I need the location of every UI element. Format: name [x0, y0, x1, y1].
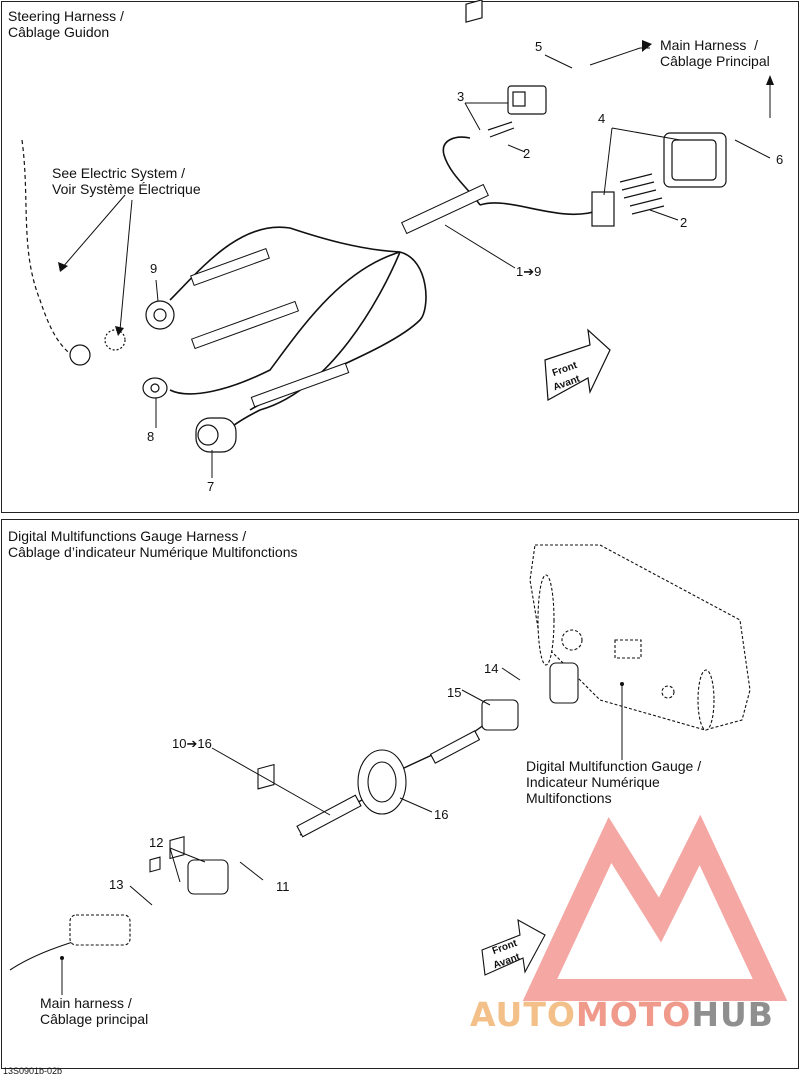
callout-main-harness-line2: Câblage Principal [660, 53, 770, 69]
callout-main-harness-line1: Main Harness / [660, 37, 759, 53]
part-number-10-16: 10➔16 [172, 736, 212, 751]
gauge-harness-panel [1, 519, 799, 1069]
connector-12 [187, 859, 229, 895]
part-number-13: 13 [109, 877, 124, 892]
watermark-auto: AUTO [470, 995, 576, 1034]
part-number-6: 6 [776, 152, 784, 167]
arrowheads-top [58, 40, 774, 336]
main-harness-plug [69, 914, 131, 946]
part-number-4: 4 [598, 111, 606, 126]
terminals-2-bottom [619, 173, 665, 215]
callout-gauge-line1: Digital Multifunction Gauge / [526, 758, 702, 774]
callout-see-electric-line2: Voir Système Électrique [52, 181, 201, 197]
top-panel-title-line2: Câblage Guidon [8, 24, 110, 40]
digital-gauge-outline [529, 544, 751, 731]
part-number-5: 5 [535, 39, 543, 54]
lock-13 [149, 856, 161, 873]
callout-gauge-line2: Indicateur Numérique [526, 774, 660, 790]
steering-harness-panel [1, 1, 799, 513]
connector-15 [481, 699, 519, 731]
part-number-2b: 2 [680, 215, 688, 230]
automotohub-watermark: AUTOMOTOHUB [470, 996, 774, 1034]
bottom-panel-title-line2: Câblage d’indicateur Numérique Multifonc… [8, 544, 298, 560]
figure-code: 13S0901b-02b [3, 1066, 63, 1076]
automotohub-logo-mark [522, 814, 788, 1001]
front-arrow-bottom-shape [481, 918, 546, 976]
part-number-12: 12 [149, 835, 164, 850]
connector-parts-bottom [9, 662, 579, 976]
sleeve-10 [296, 794, 362, 838]
leader-lines-bottom [61, 667, 623, 995]
callout-main-harness-bottom-line1: Main harness / [40, 995, 132, 1011]
steering-harness-wires [169, 136, 601, 441]
leader-lines-top [61, 47, 771, 478]
front-arrow-top-shape [544, 328, 611, 401]
connector-lock-3 [465, 0, 483, 23]
part-number-8: 8 [147, 429, 155, 444]
watermark-moto: MOTO [575, 995, 692, 1034]
connector-parts-top [21, 0, 727, 453]
wire-sleeves [190, 183, 489, 408]
part-number-3: 3 [457, 89, 465, 104]
callout-see-electric-line1: See Electric System / [52, 165, 186, 181]
part-number-9: 9 [150, 261, 158, 276]
bottom-panel-title-line1: Digital Multifunctions Gauge Harness / [8, 528, 247, 544]
callout-gauge-line3: Multifonctions [526, 790, 612, 806]
top-panel-title-line1: Steering Harness / [8, 8, 124, 24]
part-number-11: 11 [276, 879, 290, 894]
part-number-15: 15 [447, 685, 462, 700]
watermark-hub: HUB [691, 995, 774, 1034]
callout-main-harness-bottom-line2: Câblage principal [40, 1011, 149, 1027]
part-number-2a: 2 [523, 146, 531, 161]
part-number-7: 7 [207, 479, 215, 494]
seal-11 [257, 763, 275, 790]
part-number-16: 16 [434, 807, 449, 822]
part-number-14: 14 [484, 661, 499, 676]
connector-plug-4 [591, 191, 615, 227]
part-number-1-9: 1➔9 [516, 264, 542, 279]
